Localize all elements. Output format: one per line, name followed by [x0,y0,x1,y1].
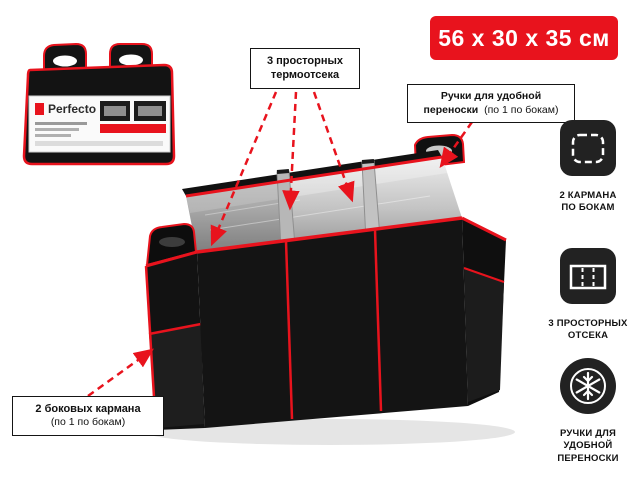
trunk-organizer [144,133,515,445]
compartments-icon [560,248,616,304]
callout-pockets-line1: 2 боковых кармана [35,403,141,415]
brand-name: Perfecto [48,102,96,116]
callout-handles-line1: Ручки для удобной [440,90,542,102]
folded-product: Perfecto [22,42,176,166]
front-seam-1 [284,240,294,420]
right-side-pocket [463,267,505,402]
callout-pockets: 2 боковых кармана (по 1 по бокам) [12,396,164,436]
size-badge-text: 56 x 30 x 35 см [438,24,610,51]
callout-compartments-line2: термоотсека [270,69,340,82]
callout-compartments-line1: 3 просторных [266,55,344,67]
callout-pockets-line2: (по 1 по бокам) [50,416,126,429]
brand-mark [35,103,44,115]
feature-side-pockets-label: 2 КАРМАНА ПО БОКАМ [559,190,617,214]
side-pockets-icon [560,120,616,176]
feature-compartments-label: 3 ПРОСТОРНЫХ ОТСЕКА [548,318,628,342]
divider-2 [361,159,381,241]
snowflake-icon [560,358,616,414]
feature-compartments: 3 ПРОСТОРНЫХ ОТСЕКА [544,248,632,343]
front-seam-2 [373,229,383,412]
feature-thermo-handles-label: РУЧКИ ДЛЯ УДОБНОЙ ПЕРЕНОСКИ [557,428,619,464]
feature-side-pockets: 2 КАРМАНА ПО БОКАМ [544,120,632,215]
callout-handles: Ручки для удобной переноски (по 1 по бок… [407,84,575,124]
callout-handles-line2-bold: переноски [423,103,479,116]
folded-product-label: Perfecto [28,95,171,153]
callout-arrows [87,91,474,398]
callout-compartments: 3 просторных термоотсека [250,48,360,89]
size-badge: 56 x 30 x 35 см [430,16,618,60]
callout-handles-line2-normal: (по 1 по бокам) [484,103,559,116]
feature-thermo-handles: РУЧКИ ДЛЯ УДОБНОЙ ПЕРЕНОСКИ [544,358,632,465]
